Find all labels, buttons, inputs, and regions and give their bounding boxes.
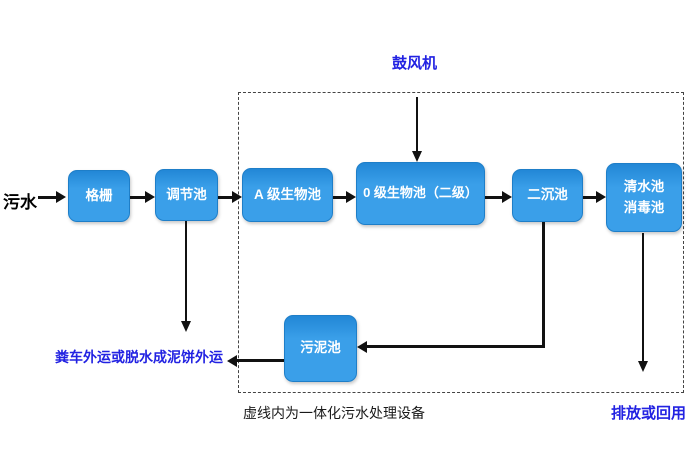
node-o-bio-tank-label: 0 级生物池（二级） [363,185,478,201]
node-a-bio-tank: A 级生物池 [242,168,333,222]
node-grid-label: 格栅 [85,187,113,203]
arrow-sed-to-clearwater-line [583,196,597,199]
discharge-label: 排放或回用 [611,405,687,422]
arrow-influent-to-grid-head [56,191,66,203]
node-secondary-sedimentation-tank: 二沉池 [512,169,583,222]
node-grid: 格栅 [68,170,130,222]
node-regulating-tank-label: 调节池 [166,186,207,202]
arrow-regulating-to-abio-head [232,191,242,203]
arrow-regulating-down-head [181,321,191,332]
node-o-bio-tank: 0 级生物池（二级） [356,162,485,225]
arrow-sludge-to-disposal-line [237,359,284,362]
arrow-blower-line [416,97,418,151]
node-clear-water-disinfection-tank: 清水池 消毒池 [606,163,682,232]
arrow-influent-to-grid-line [38,196,57,199]
arrow-sed-to-sludge-hline [367,345,545,348]
arrow-sludge-to-disposal-head [227,355,237,367]
arrow-grid-to-regulating-head [145,191,155,203]
arrow-sed-to-sludge-vline [542,222,545,348]
arrow-regulating-down-line [185,221,187,321]
arrow-clearwater-down-head [638,361,648,372]
arrow-grid-to-regulating-line [130,196,146,199]
blower-label: 鼓风机 [392,55,438,72]
arrow-sed-to-clearwater-head [596,191,606,203]
node-clear-water-line1: 清水池 [623,178,665,194]
arrow-sed-to-sludge-head [357,341,367,353]
sludge-disposal-label: 粪车外运或脱水成泥饼外运 [55,349,223,365]
arrow-blower-head [412,151,422,162]
arrow-clearwater-down-line [642,233,644,361]
node-a-bio-tank-label: A 级生物池 [254,186,321,202]
node-secondary-sedimentation-label: 二沉池 [527,187,568,203]
influent-label: 污水 [3,193,37,212]
arrow-obio-to-sed-head [502,191,512,203]
integrated-equipment-dashed-boundary [238,92,684,393]
arrow-regulating-to-abio-line [218,196,233,199]
node-sludge-tank-label: 污泥池 [300,340,341,356]
dashed-box-caption: 虚线内为一体化污水处理设备 [243,405,425,421]
node-regulating-tank: 调节池 [155,169,218,221]
arrow-abio-to-obio-head [346,191,356,203]
node-clear-water-line2: 消毒池 [623,199,665,215]
arrow-abio-to-obio-line [333,196,347,199]
node-sludge-tank: 污泥池 [284,315,357,382]
arrow-obio-to-sed-line [485,196,503,199]
